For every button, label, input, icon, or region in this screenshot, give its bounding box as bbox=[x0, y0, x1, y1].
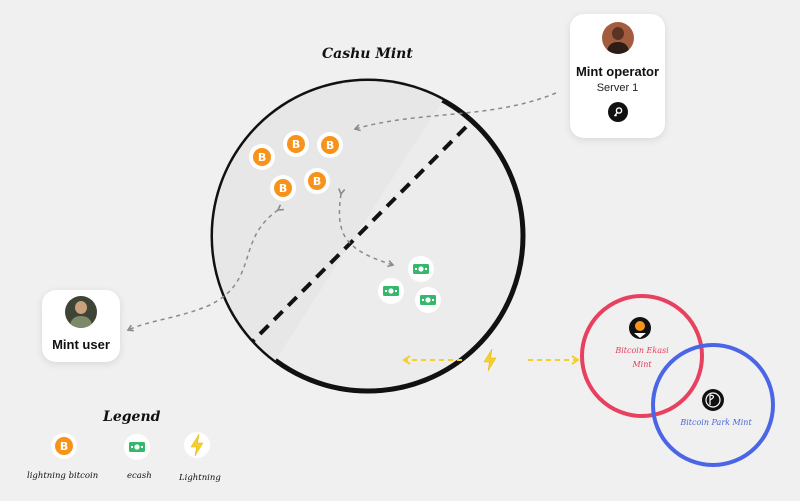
operator-title: Mint operator bbox=[575, 64, 660, 79]
ecash-icon bbox=[415, 287, 441, 313]
lightning-icon bbox=[483, 348, 497, 372]
bitcoin-icon bbox=[304, 168, 330, 194]
legend-label-bitcoin: lightning bitcoin bbox=[27, 471, 99, 481]
bitcoin-icon bbox=[317, 132, 343, 158]
legend-ecash-icon bbox=[124, 434, 150, 460]
ekasi-mint-logo bbox=[629, 317, 651, 339]
operator-avatar bbox=[601, 22, 634, 54]
operator-subtitle: Server 1 bbox=[596, 82, 639, 94]
user-avatar bbox=[65, 296, 97, 328]
user-to-bitcoin-arrow bbox=[126, 204, 284, 332]
mint-user-card[interactable]: Mint user bbox=[42, 290, 120, 362]
legend-lightning-icon bbox=[184, 432, 210, 458]
bitcoin-icon bbox=[249, 144, 275, 170]
bitcoin-icon bbox=[283, 131, 309, 157]
key-icon bbox=[607, 102, 628, 122]
mint-operator-card[interactable]: Mint operator Server 1 bbox=[570, 14, 665, 138]
legend-title: Legend bbox=[103, 409, 161, 425]
ecash-icon bbox=[378, 278, 404, 304]
mint-title: Cashu Mint bbox=[322, 46, 413, 62]
operator-to-bitcoin-arrow bbox=[353, 92, 557, 132]
legend-bitcoin-icon bbox=[51, 433, 77, 459]
ekasi-mint-circle bbox=[580, 294, 704, 418]
park-mint-label: Bitcoin Park Mint bbox=[680, 418, 752, 427]
user-title: Mint user bbox=[52, 337, 110, 352]
park-mint-circle bbox=[651, 343, 775, 467]
ecash-icon bbox=[408, 256, 434, 282]
ekasi-mint-label: Bitcoin Ekasi Mint bbox=[615, 346, 669, 369]
legend-label-lightning: Lightning bbox=[179, 473, 221, 483]
park-mint-logo bbox=[702, 389, 724, 411]
bitcoin-icon bbox=[270, 175, 296, 201]
legend-label-ecash: ecash bbox=[127, 471, 152, 481]
